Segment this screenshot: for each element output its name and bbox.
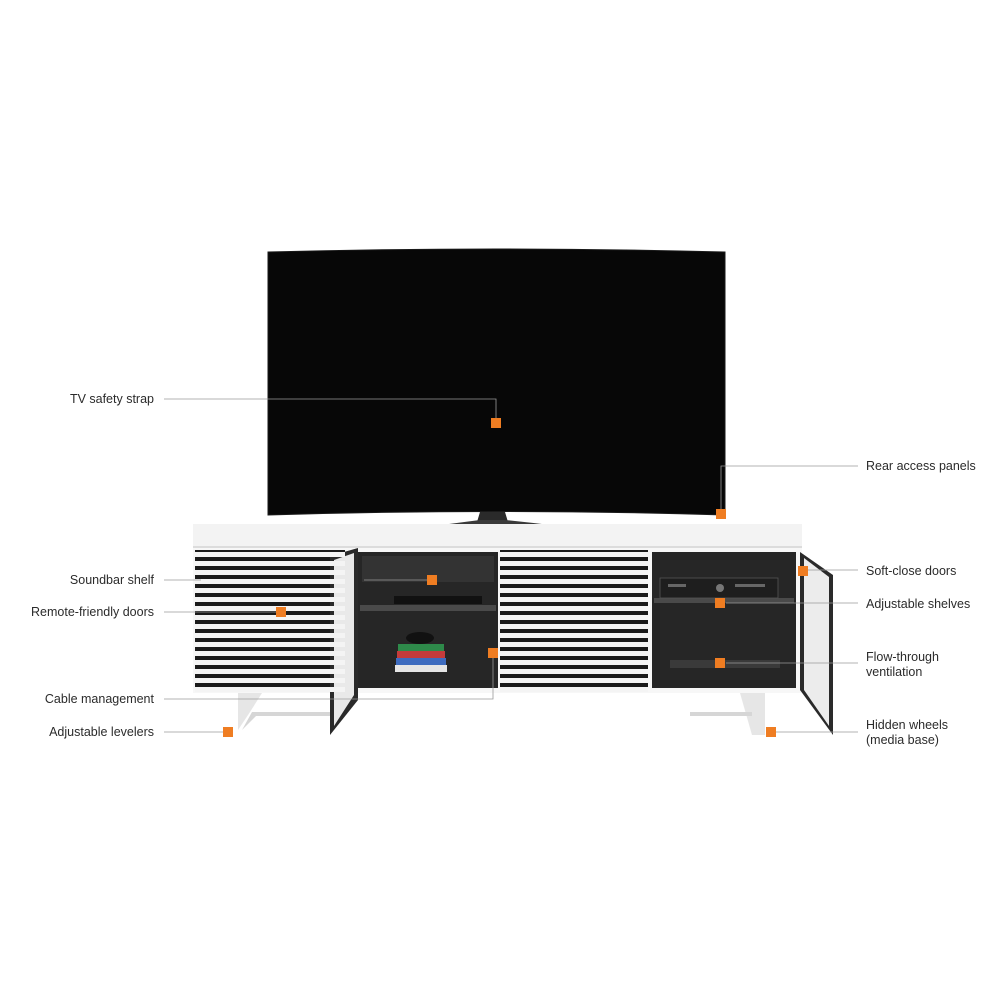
louver-slat [500,570,648,575]
louver-slat [195,606,345,611]
louver-slat [195,642,345,647]
hotspot-remote-friendly-doors[interactable] [276,607,286,617]
louver-slat [195,678,345,683]
louver-slat [500,588,648,593]
louver-slat [500,561,648,566]
hotspot-adjustable-levelers[interactable] [223,727,233,737]
game-stack-icon [395,632,447,672]
label-hidden-wheels-line2: (media base) [866,733,939,747]
label-soundbar-shelf: Soundbar shelf [69,573,154,587]
label-rear-access-panels: Rear access panels [866,459,976,473]
louver-slat [195,651,345,656]
louver-slat [500,669,648,674]
louver-slat [500,615,648,620]
hotspot-rear-access-panels[interactable] [716,509,726,519]
louver-slat [195,597,345,602]
louver-slat [195,561,345,566]
label-soft-close-doors: Soft-close doors [866,564,957,578]
louver-slat [195,588,345,593]
louver-slat [195,633,345,638]
hotspot-flow-through-ventilation[interactable] [715,658,725,668]
louver-slat [195,660,345,665]
hotspot-hidden-wheels[interactable] [766,727,776,737]
label-flow-through-ventilation: Flow-through ventilation [866,650,939,680]
label-adjustable-shelves: Adjustable shelves [866,597,971,611]
louver-slat [195,687,345,692]
louver-slat [195,579,345,584]
label-tv-safety-strap: TV safety strap [69,392,154,406]
louver-slat [500,687,648,692]
curved-tv-icon [267,248,726,534]
louver-slat [195,615,345,620]
label-remote-friendly-doors: Remote-friendly doors [31,605,154,619]
label-flow-through-line1: Flow-through [866,650,939,664]
louver-slat [195,669,345,674]
label-hidden-wheels: Hidden wheels (media base) [866,718,948,748]
louver-slat [195,570,345,575]
louver-slat [500,552,648,557]
leader-lines [164,398,858,733]
hotspot-tv-safety-strap[interactable] [491,418,501,428]
louver-slat [500,606,648,611]
louver-slat [500,633,648,638]
label-flow-through-line2: ventilation [866,665,923,679]
av-receiver-icon [659,577,779,599]
louver-slat [500,678,648,683]
label-adjustable-levelers: Adjustable levelers [49,725,154,739]
louver-slat [195,624,345,629]
louver-slat [500,642,648,647]
louver-slat [500,624,648,629]
louver-slat [500,579,648,584]
louver-slat [500,660,648,665]
label-cable-management: Cable management [44,692,154,706]
louver-slat [500,651,648,656]
hotspot-adjustable-shelves[interactable] [715,598,725,608]
label-hidden-wheels-line1: Hidden wheels [866,718,948,732]
hotspot-soundbar-shelf[interactable] [427,575,437,585]
hotspot-cable-management[interactable] [488,648,498,658]
louver-slat [500,597,648,602]
hotspot-soft-close-doors[interactable] [798,566,808,576]
louver-slat [195,552,345,557]
